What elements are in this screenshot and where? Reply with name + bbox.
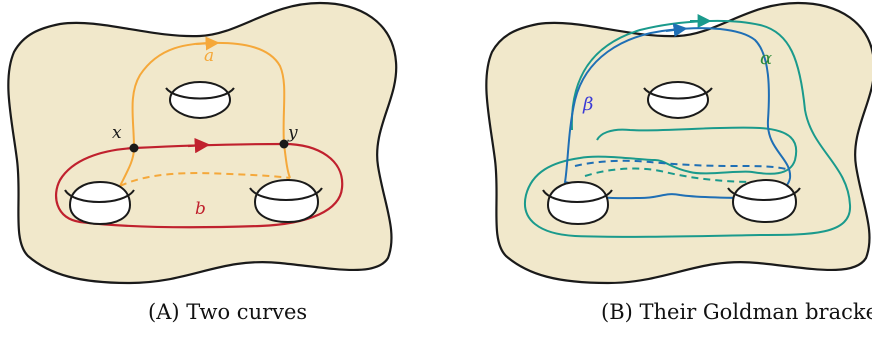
curve-alpha-hidden <box>584 167 757 183</box>
handle-right-b <box>727 178 801 224</box>
handle-left-a <box>64 180 135 226</box>
point-y <box>279 139 289 149</box>
caption-b: (B) Their Goldman bracket <box>601 300 872 324</box>
curve-alpha <box>523 19 852 238</box>
handle-top-b <box>643 80 713 120</box>
caption-b-text: Their Goldman bracket <box>639 300 872 324</box>
handle-left-b <box>542 180 613 226</box>
label-x: x <box>112 123 122 143</box>
panel-a: a b x y <box>7 1 398 285</box>
curve-b-arrow <box>187 137 211 154</box>
curve-beta-arrow <box>665 23 688 37</box>
label-beta: β <box>582 94 593 115</box>
surface-a <box>7 1 398 285</box>
caption-a: (A) Two curves <box>148 300 307 324</box>
point-x <box>129 143 139 153</box>
label-alpha: α <box>760 48 772 69</box>
caption-a-letter: (A) <box>148 300 180 324</box>
label-y: y <box>287 123 298 143</box>
handle-top-a <box>165 80 235 120</box>
curve-beta-hidden <box>574 159 791 171</box>
caption-b-letter: (B) <box>601 300 633 324</box>
label-b: b <box>195 199 206 219</box>
caption-a-text: Two curves <box>186 300 308 324</box>
curve-beta <box>563 27 792 200</box>
surface-b <box>485 1 872 285</box>
panel-b: α β <box>485 1 872 285</box>
handle-right-a <box>249 178 323 224</box>
curve-a-hidden <box>119 172 291 187</box>
curve-b <box>54 142 344 229</box>
label-a: a <box>204 46 214 66</box>
curve-a-arrow <box>195 36 220 51</box>
